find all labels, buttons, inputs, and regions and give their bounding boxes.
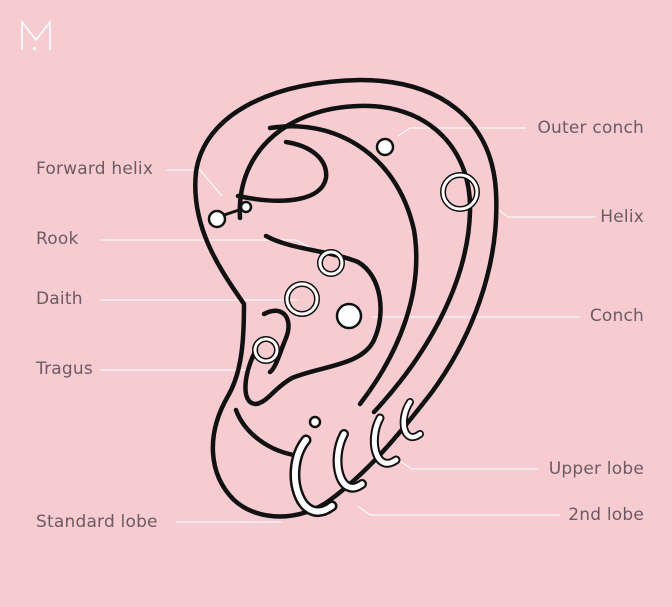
- forward-helix-stud: [207, 209, 227, 229]
- leader-2nd-lobe: [357, 505, 560, 516]
- conch-stud: [335, 302, 363, 330]
- label-outer-conch: Outer conch: [537, 118, 644, 138]
- ear-outline: [193, 77, 499, 519]
- upper-curl: [235, 139, 329, 203]
- label-2nd-lobe: 2nd lobe: [568, 505, 644, 525]
- label-daith: Daith: [36, 289, 83, 309]
- lobe-hoops: [289, 398, 424, 517]
- label-conch: Conch: [589, 306, 644, 326]
- outer-conch-stud: [375, 137, 395, 157]
- leader-forward-helix: [166, 169, 223, 197]
- lobe-crease: [233, 407, 303, 459]
- concha-bowl: [243, 233, 383, 407]
- jewelry: [207, 137, 480, 429]
- label-tragus: Tragus: [36, 359, 93, 379]
- antihelix-ridge: [267, 124, 419, 407]
- helix-fold: [237, 103, 473, 415]
- label-helix: Helix: [600, 207, 644, 227]
- label-standard-lobe: Standard lobe: [36, 512, 158, 532]
- lobe-stud: [308, 415, 322, 429]
- label-forward-helix: Forward helix: [36, 159, 154, 179]
- forward-helix-stud-small: [239, 200, 253, 214]
- m-logo-icon: [21, 19, 51, 50]
- leader-outer-conch: [397, 127, 526, 137]
- label-upper-lobe: Upper lobe: [548, 459, 644, 479]
- label-rook: Rook: [36, 229, 79, 249]
- leader-helix: [493, 205, 596, 218]
- leader-upper-lobe: [397, 459, 538, 470]
- ear-outer-rim: [193, 77, 499, 519]
- tragus-flap: [261, 308, 291, 375]
